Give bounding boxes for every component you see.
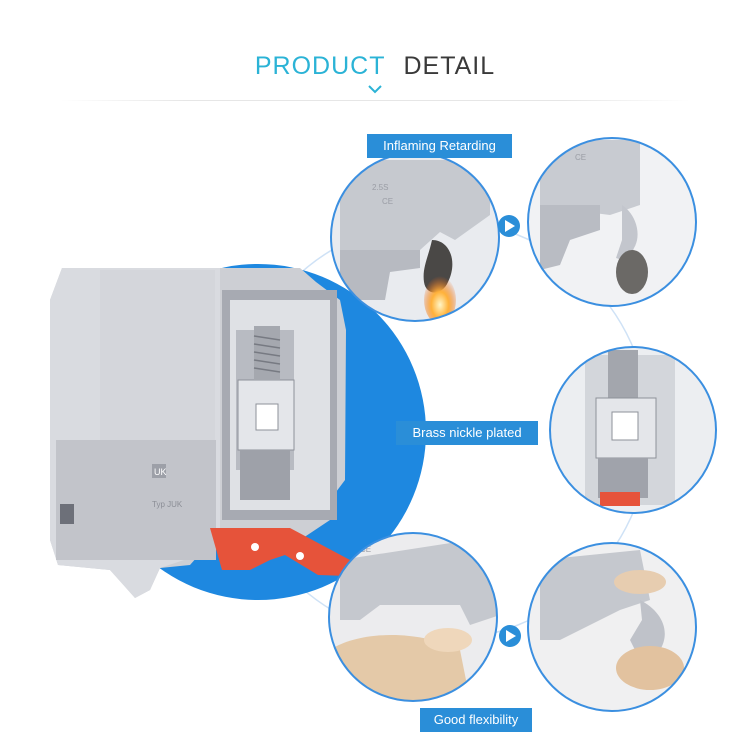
play-arrow-icon <box>499 625 521 647</box>
title-word-detail: DETAIL <box>403 52 496 80</box>
page-title: PRODUCT DETAIL <box>0 52 750 81</box>
detail-circle-brass <box>549 346 717 514</box>
size-mark: 2.5S <box>372 183 388 192</box>
label-brass-nickle-plated: Brass nickle plated <box>396 421 538 445</box>
brand-mark: UK <box>154 467 167 477</box>
play-arrow-icon <box>498 215 520 237</box>
main-terminal-block: UK Typ JUK <box>50 268 350 598</box>
title-word-product: PRODUCT <box>254 52 386 80</box>
detail-circle-flex-1: CE <box>328 532 498 702</box>
detail-circle-flex-2 <box>527 542 697 712</box>
detail-circle-flame: 2.5S CE <box>330 152 500 322</box>
label-good-flexibility: Good flexibility <box>420 708 532 732</box>
detail-circle-charred: CE <box>527 137 697 307</box>
ce-mark-1: CE <box>382 197 393 206</box>
title-divider <box>60 100 690 101</box>
ce-mark-3: CE <box>360 545 371 554</box>
label-inflaming-retarding: Inflaming Retarding <box>367 134 512 158</box>
type-mark: Typ JUK <box>152 500 183 509</box>
ce-mark-2: CE <box>575 153 586 162</box>
chevron-down-icon <box>368 85 382 94</box>
